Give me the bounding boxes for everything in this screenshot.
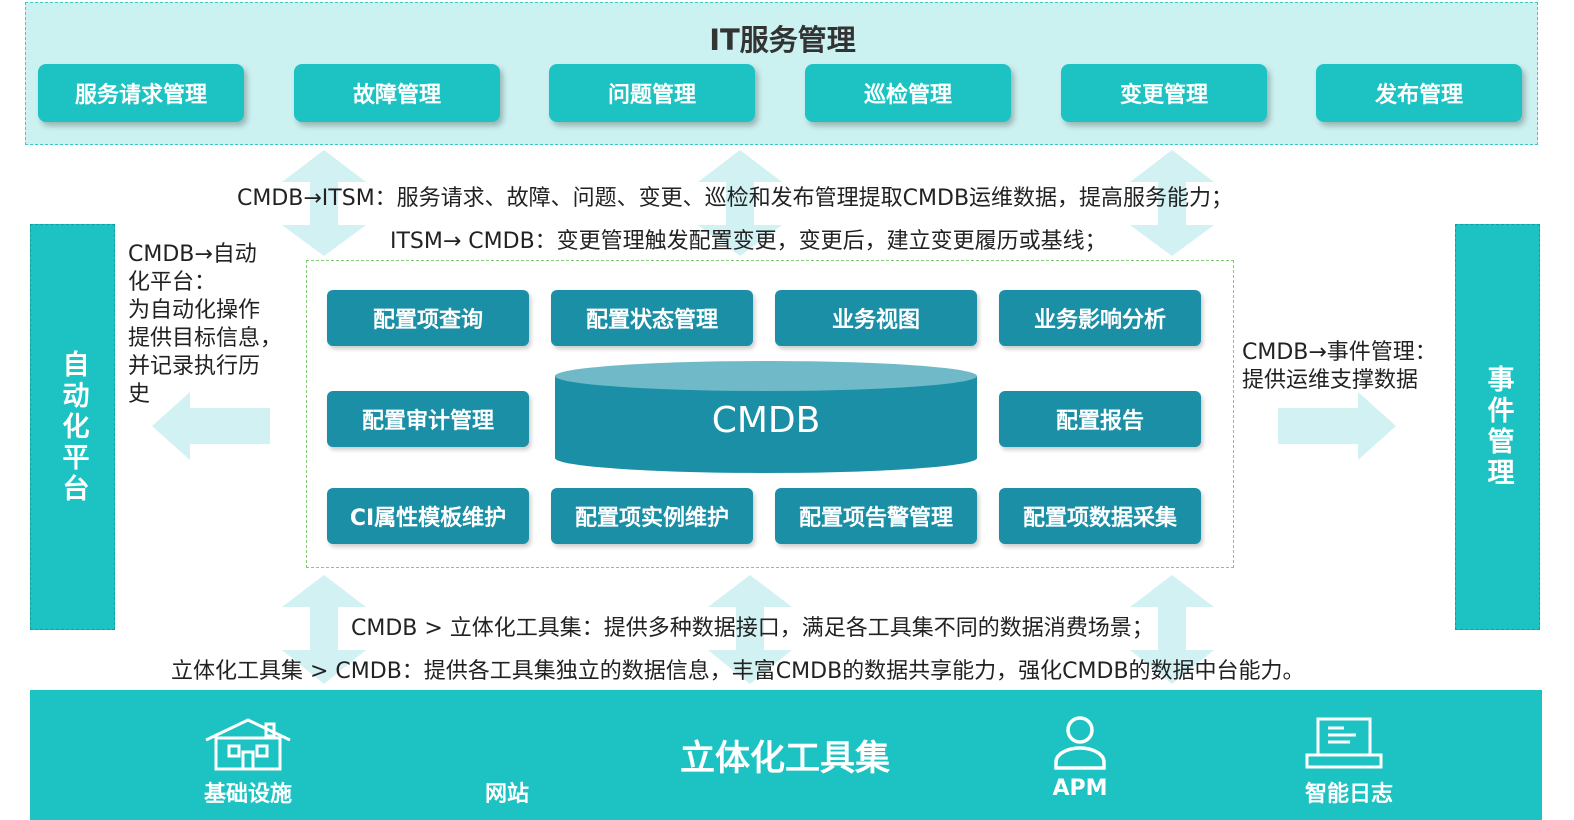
- caption-itsm-to-cmdb: ITSM→ CMDB：变更管理触发配置变更，变更后，建立变更履历或基线；: [390, 229, 1107, 254]
- ci-collection-button[interactable]: 配置项数据采集: [999, 488, 1201, 544]
- cmdb-label: CMDB: [711, 400, 821, 441]
- toolset-title: 立体化工具集: [679, 739, 890, 779]
- module-incident[interactable]: 故障管理: [294, 64, 500, 122]
- itsm-panel: IT服务管理 服务请求管理 故障管理 问题管理 巡检管理 变更管理 发布管理: [25, 2, 1538, 145]
- config-status-button[interactable]: 配置状态管理: [551, 290, 753, 346]
- ci-query-button[interactable]: 配置项查询: [327, 290, 529, 346]
- ci-template-button[interactable]: CI属性模板维护: [327, 488, 529, 544]
- tool-apm[interactable]: APM: [1052, 776, 1108, 801]
- itsm-title: IT服务管理: [709, 23, 856, 57]
- ci-alert-button[interactable]: 配置项告警管理: [775, 488, 977, 544]
- event-desc-line: CMDB→事件管理：: [1242, 340, 1437, 365]
- caption-cmdb-to-itsm: CMDB→ITSM：服务请求、故障、问题、变更、巡检和发布管理提取CMDB运维数…: [237, 186, 1234, 211]
- config-audit-button[interactable]: 配置审计管理: [327, 391, 529, 447]
- event-desc-line: 提供运维支撑数据: [1242, 368, 1419, 393]
- arrow-bottom-right: [1130, 575, 1214, 684]
- user-icon: [1054, 716, 1106, 770]
- caption-tools-to-cmdb: 立体化工具集 > CMDB：提供各工具集独立的数据信息，丰富CMDB的数据共享能…: [171, 659, 1305, 684]
- tool-website[interactable]: 网站: [484, 782, 529, 807]
- business-impact-button[interactable]: 业务影响分析: [999, 290, 1201, 346]
- tool-smart-log[interactable]: 智能日志: [1304, 782, 1393, 807]
- automation-desc-line: 化平台：: [128, 270, 217, 295]
- module-problem[interactable]: 问题管理: [549, 64, 755, 122]
- caption-cmdb-to-tools: CMDB > 立体化工具集：提供多种数据接口，满足各工具集不同的数据消费场景；: [351, 616, 1154, 641]
- event-management-bar[interactable]: 事件管理: [1455, 224, 1540, 630]
- arrow-top-left: [282, 150, 366, 256]
- cmdb-database-icon: [555, 361, 977, 473]
- automation-platform-label: 自动化平台: [57, 349, 89, 505]
- business-view-button[interactable]: 业务视图: [775, 290, 977, 346]
- module-release[interactable]: 发布管理: [1316, 64, 1522, 122]
- module-inspection[interactable]: 巡检管理: [805, 64, 1011, 122]
- config-report-button[interactable]: 配置报告: [999, 391, 1201, 447]
- event-description: CMDB→事件管理： 提供运维支撑数据: [1242, 339, 1437, 395]
- arrow-top-mid: [698, 150, 782, 256]
- module-change[interactable]: 变更管理: [1061, 64, 1267, 122]
- automation-desc-line: 并记录执行历: [128, 354, 261, 379]
- ci-instance-button[interactable]: 配置项实例维护: [551, 488, 753, 544]
- arrow-to-event: [1278, 392, 1396, 460]
- toolset-panel: [30, 690, 1542, 820]
- computer-icon: [1305, 717, 1383, 769]
- automation-desc-line: 史: [128, 382, 151, 407]
- arrow-to-automation: [152, 392, 270, 460]
- event-management-label: 事件管理: [1482, 365, 1514, 489]
- automation-desc-line: CMDB→自动: [128, 242, 257, 267]
- arrow-bottom-left: [282, 575, 366, 684]
- tool-infrastructure[interactable]: 基础设施: [203, 782, 292, 807]
- automation-platform-bar[interactable]: 自动化平台: [30, 224, 115, 630]
- automation-desc-line: 为自动化操作: [128, 298, 261, 323]
- arrow-top-right: [1130, 150, 1214, 256]
- arrow-bottom-mid: [708, 575, 792, 684]
- house-icon: [205, 718, 291, 771]
- automation-desc-line: 提供目标信息，: [128, 326, 283, 351]
- automation-description: CMDB→自动 化平台： 为自动化操作 提供目标信息， 并记录执行历 史: [128, 241, 282, 409]
- module-service-request[interactable]: 服务请求管理: [38, 64, 244, 122]
